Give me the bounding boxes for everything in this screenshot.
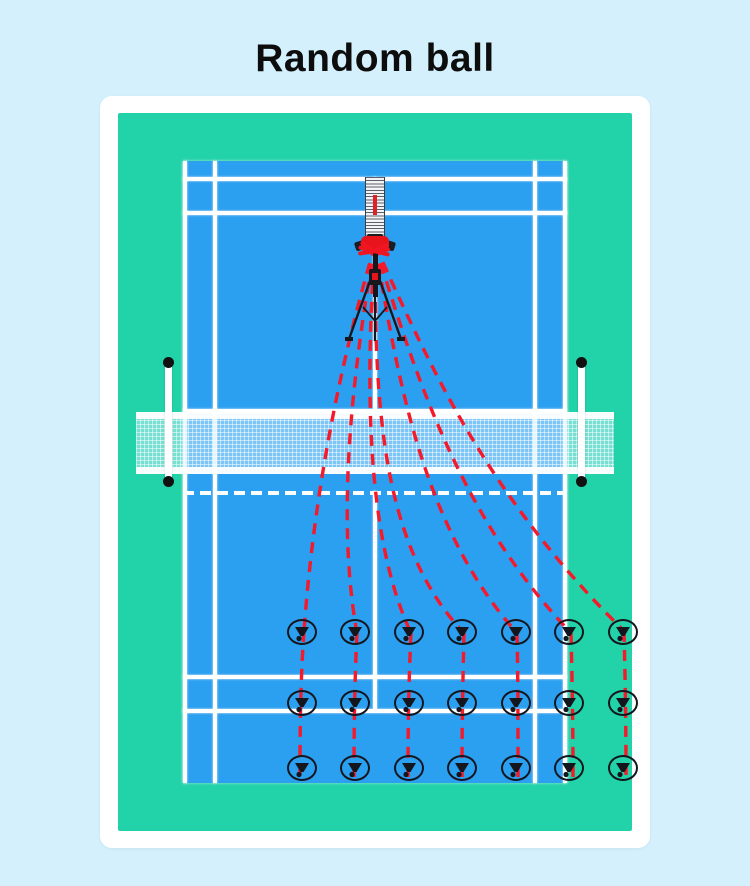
badminton-net	[136, 412, 614, 474]
landing-marker[interactable]	[501, 690, 531, 716]
landing-marker[interactable]	[608, 690, 638, 716]
shuttlecock-icon	[562, 763, 576, 778]
landing-marker[interactable]	[501, 619, 531, 645]
shuttlecock-icon	[509, 627, 523, 642]
landing-marker[interactable]	[394, 619, 424, 645]
singles-sideline-left	[213, 161, 217, 783]
landing-marker[interactable]	[287, 755, 317, 781]
shuttlecock-icon	[348, 627, 362, 642]
launch-burst-icon	[357, 240, 392, 258]
landing-marker[interactable]	[447, 619, 477, 645]
net-post-right	[576, 357, 587, 487]
hopper-label	[373, 195, 377, 215]
landing-marker[interactable]	[608, 619, 638, 645]
shuttlecock-icon	[295, 698, 309, 713]
net-post-left-knob-top	[163, 357, 174, 368]
landing-marker[interactable]	[340, 619, 370, 645]
net-post-right-knob-bottom	[576, 476, 587, 487]
back-boundary-line-near	[183, 709, 567, 713]
doubles-sideline-left	[183, 161, 187, 783]
centre-line-near	[373, 491, 377, 709]
shuttlecock-icon	[562, 698, 576, 713]
landing-marker[interactable]	[287, 619, 317, 645]
shuttlecock-icon	[402, 627, 416, 642]
shuttlecock-icon	[509, 763, 523, 778]
shuttlecock-icon	[562, 627, 576, 642]
landing-marker[interactable]	[340, 755, 370, 781]
shuttlecock-icon	[616, 627, 630, 642]
landing-marker[interactable]	[340, 690, 370, 716]
shuttlecock-icon	[616, 763, 630, 778]
shuttlecock-icon	[295, 763, 309, 778]
shuttlecock-icon	[348, 763, 362, 778]
net-tape-bottom	[136, 467, 614, 474]
landing-marker[interactable]	[608, 755, 638, 781]
shuttlecock-icon	[455, 627, 469, 642]
net-post-left	[163, 357, 174, 487]
landing-marker[interactable]	[554, 755, 584, 781]
landing-marker[interactable]	[394, 755, 424, 781]
shuttlecock-icon	[455, 763, 469, 778]
landing-marker[interactable]	[554, 619, 584, 645]
machine-control-box[interactable]	[369, 269, 381, 285]
landing-marker[interactable]	[447, 690, 477, 716]
landing-marker[interactable]	[554, 690, 584, 716]
singles-sideline-right	[533, 161, 537, 783]
net-post-left-knob-bottom	[163, 476, 174, 487]
net-post-right-knob-top	[576, 357, 587, 368]
page-title: Random ball	[255, 37, 495, 80]
shuttlecock-icon	[402, 698, 416, 713]
net-tape-top	[136, 412, 614, 419]
court-surround	[118, 113, 638, 831]
landing-marker[interactable]	[287, 690, 317, 716]
shuttlecock-icon	[509, 698, 523, 713]
short-service-line-far	[183, 409, 567, 413]
shuttlecock-icon	[616, 698, 630, 713]
landing-marker[interactable]	[447, 755, 477, 781]
shuttlecock-icon	[455, 698, 469, 713]
court-card	[100, 96, 650, 848]
shuttlecock-hopper	[365, 177, 385, 239]
shuttlecock-icon	[402, 763, 416, 778]
shuttlecock-icon	[348, 698, 362, 713]
shuttlecock-icon	[295, 627, 309, 642]
landing-marker[interactable]	[394, 690, 424, 716]
landing-marker[interactable]	[501, 755, 531, 781]
